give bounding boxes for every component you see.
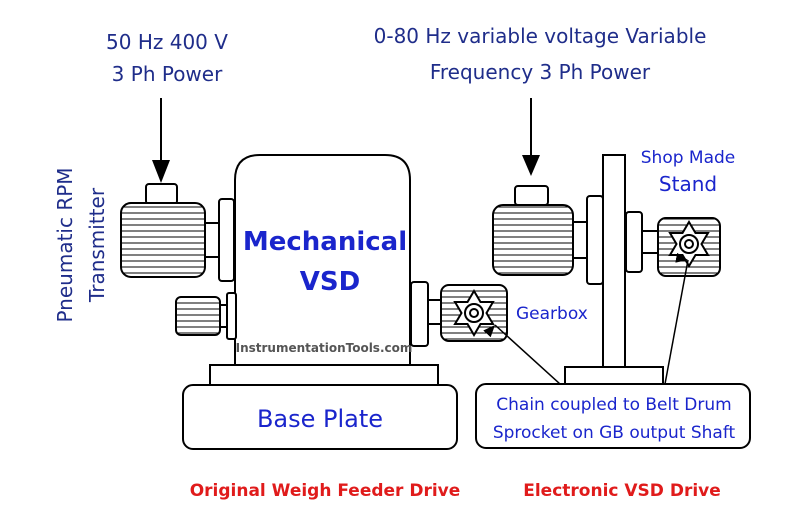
motor-shaft-left xyxy=(204,222,220,258)
motor-left xyxy=(120,202,206,278)
base-plate-label: Base Plate xyxy=(257,405,383,433)
vsd-output-flange xyxy=(410,281,429,347)
watermark: InstrumentationTools.com xyxy=(236,341,413,355)
stand-base xyxy=(564,366,664,386)
caption-original-drive: Original Weigh Feeder Drive xyxy=(190,481,461,501)
stand-label-1: Shop Made xyxy=(641,148,736,168)
vsd-output-shaft xyxy=(427,299,442,325)
motor-flange-right xyxy=(586,195,604,285)
rpm-transmitter-flange xyxy=(226,292,237,340)
note-line-2: Sprocket on GB output Shaft xyxy=(493,423,736,443)
sprocket-hub-left xyxy=(469,308,479,318)
stand-flange xyxy=(625,211,643,273)
note-line-1: Chain coupled to Belt Drum xyxy=(496,395,731,415)
sprocket-hub-right xyxy=(684,239,694,249)
motor-terminal-box-right xyxy=(514,185,549,206)
rpm-label-1: Pneumatic RPM xyxy=(53,167,77,322)
vsd-title-1: Mechanical xyxy=(243,227,407,257)
power-label-left-2: 3 Ph Power xyxy=(112,62,223,86)
motor-shaft-right xyxy=(572,221,588,259)
rpm-transmitter xyxy=(175,296,221,336)
stand-shaft xyxy=(641,230,660,254)
motor-flange-left xyxy=(218,198,235,282)
power-label-right-2: Frequency 3 Ph Power xyxy=(430,60,651,84)
rpm-transmitter-label: Pneumatic RPM Transmitter xyxy=(53,167,109,322)
mounting-pad xyxy=(209,364,439,386)
note-box xyxy=(475,383,751,449)
vsd-title-2: VSD xyxy=(300,267,360,297)
power-label-left-1: 50 Hz 400 V xyxy=(106,30,228,54)
motor-terminal-box-left xyxy=(145,183,178,205)
power-arrowhead-right xyxy=(522,155,540,176)
rpm-label-2: Transmitter xyxy=(85,187,109,303)
motor-right xyxy=(492,204,574,276)
gearbox-label: Gearbox xyxy=(516,304,588,324)
power-label-right-1: 0-80 Hz variable voltage Variable xyxy=(374,24,707,48)
mechanical-vsd-housing xyxy=(234,154,411,366)
electronic-vsd-drive: Chain coupled to Belt Drum Sprocket on G… xyxy=(374,24,751,501)
pointer-to-gearbox-right xyxy=(664,252,689,385)
stand-label-2: Stand xyxy=(659,172,717,196)
power-arrowhead-left xyxy=(152,160,170,183)
caption-electronic-drive: Electronic VSD Drive xyxy=(523,481,721,501)
stand-upright xyxy=(602,154,626,368)
pointer-to-gearbox-left xyxy=(483,324,561,385)
